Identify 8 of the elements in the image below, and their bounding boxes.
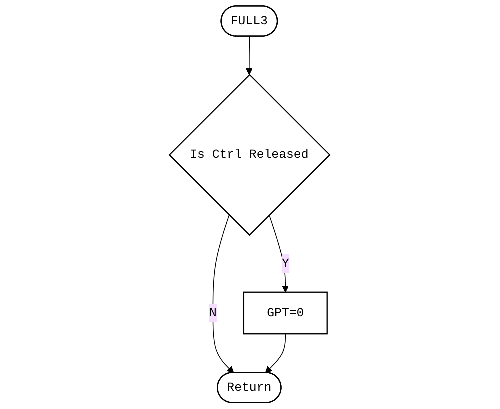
- node-box: GPT=0: [244, 292, 328, 335]
- arrow: [246, 36, 253, 76]
- node-diamond: Is Ctrl Released: [169, 74, 331, 236]
- arrow: [213, 214, 234, 374]
- edge-label: Y: [282, 256, 290, 271]
- arrow: [269, 214, 290, 293]
- arrow: [266, 334, 286, 374]
- edge-label: N: [210, 306, 218, 320]
